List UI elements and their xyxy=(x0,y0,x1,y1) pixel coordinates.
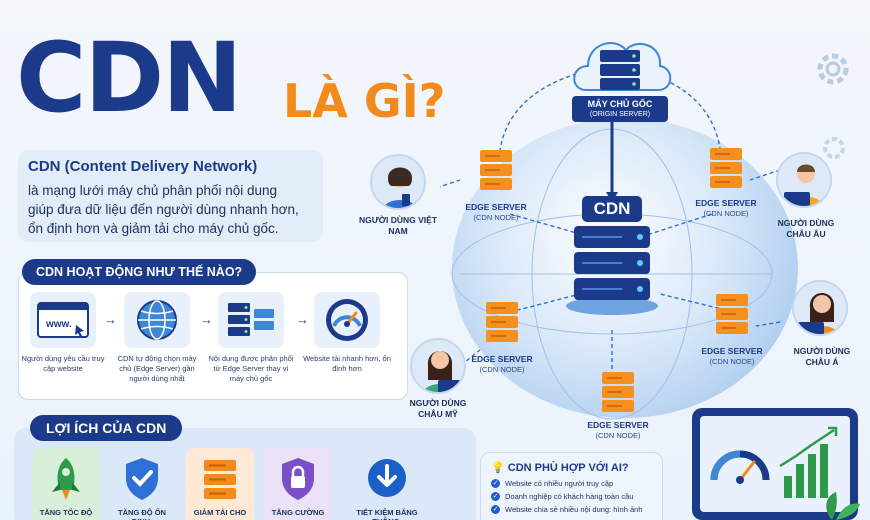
benefit-label: TIẾT KIỆM BĂNG THÔNG, xyxy=(356,508,418,520)
check-icon: ✓ xyxy=(491,479,500,488)
plant-leaves-icon xyxy=(826,492,860,520)
arrow-right-icon: → xyxy=(296,312,309,327)
definition-line: giúp đưa dữ liệu đến người dùng nhanh hơ… xyxy=(28,202,299,217)
origin-title: MÁY CHỦ GỐC xyxy=(587,99,653,109)
step-card xyxy=(218,292,284,348)
fit-item: ✓ Website chia sẻ nhiều nội dung: hình ản… xyxy=(491,505,652,514)
step-text: Nội dung được phân phối từ Edge Server t… xyxy=(208,354,294,383)
definition-line: ổn định hơn và giảm tải cho máy chủ gốc. xyxy=(28,221,279,236)
origin-subtitle: (ORIGIN SERVER) xyxy=(589,111,651,118)
user-woman-phone-icon xyxy=(383,167,417,208)
globe-icon xyxy=(137,300,177,340)
dashboard-graphic xyxy=(710,426,838,498)
user-label-vietnam: NGƯỜI DÙNG VIỆT NAM xyxy=(358,215,438,236)
gear-icon xyxy=(817,53,849,85)
shield-check-icon xyxy=(126,458,158,500)
rocket-icon xyxy=(52,458,80,500)
user-man-laptop-icon xyxy=(784,164,824,206)
server-stack-icon xyxy=(204,460,236,499)
benefit-label: GIẢM TẢI CHO xyxy=(193,508,247,517)
user-label-europe: NGƯỜI DÙNG CHÂU ÂU xyxy=(777,218,835,239)
fit-item-text: Website chia sẻ nhiều nội dung: hình ảnh xyxy=(505,505,643,514)
fit-title-text: CDN PHÙ HỢP VỚI AI? xyxy=(507,462,629,474)
edge-server-label: EDGE SERVER xyxy=(587,420,649,430)
how-it-works-title: CDN HOẠT ĐỘNG NHƯ THẾ NÀO? xyxy=(22,259,257,285)
avatar xyxy=(792,280,848,336)
benefit-label: TĂNG CƯỜNG xyxy=(271,508,325,517)
cloud-server-icon xyxy=(573,42,672,91)
step-text: Website tải nhanh hơn, ổn định hơn xyxy=(303,354,391,373)
lightbulb-icon: 💡 xyxy=(491,462,505,474)
step-text: Người dùng yêu cầu truy cập website xyxy=(21,354,105,373)
benefit-card: TIẾT KIỆM BĂNG THÔNG, xyxy=(342,448,432,520)
fit-item-text: Website có nhiều người truy cập xyxy=(505,479,614,488)
user-label-america: NGƯỜI DÙNG CHÂU MỸ xyxy=(409,398,467,419)
benefit-card: TĂNG TỐC ĐỘ xyxy=(32,448,100,520)
monitor-screen xyxy=(700,416,850,512)
edge-server-sub: (CDN NODE) xyxy=(473,213,519,222)
edge-server-icon xyxy=(716,294,748,334)
arrow-right-icon: → xyxy=(200,312,213,327)
definition-box: CDN (Content Delivery Network) là mạng l… xyxy=(18,150,323,242)
origin-server-label: MÁY CHỦ GỐC (ORIGIN SERVER) xyxy=(572,96,668,122)
edge-server-label: EDGE SERVER xyxy=(695,198,757,208)
servers-icon xyxy=(228,303,274,336)
lock-shield-icon xyxy=(282,458,314,500)
cdn-server-icon xyxy=(566,226,658,315)
avatar xyxy=(370,154,426,210)
edge-server-label: EDGE SERVER xyxy=(465,202,527,212)
fit-item-text: Doanh nghiệp có khách hàng toàn cầu xyxy=(505,492,634,501)
avatar xyxy=(410,338,466,394)
page-title: CDN xyxy=(16,22,242,134)
edge-server-sub: (CDN NODE) xyxy=(703,209,749,218)
edge-server-label: EDGE SERVER xyxy=(701,346,763,356)
edge-server-icon xyxy=(710,148,742,188)
fit-panel: 💡 CDN PHÙ HỢP VỚI AI? ✓ Website có nhiều … xyxy=(480,452,663,520)
fit-title: 💡 CDN PHÙ HỢP VỚI AI? xyxy=(491,461,652,474)
step-card xyxy=(314,292,380,348)
page-title-question: LÀ GÌ? xyxy=(283,74,446,128)
benefit-card: TĂNG CƯỜNG xyxy=(264,448,332,520)
benefit-card: GIẢM TẢI CHO xyxy=(186,448,254,520)
user-label-asia: NGƯỜI DÙNG CHÂU Á xyxy=(793,346,851,367)
definition-title: CDN (Content Delivery Network) xyxy=(28,158,258,175)
benefits-title: LỢI ÍCH CỦA CDN xyxy=(30,415,183,441)
gear-small-icon xyxy=(823,137,845,159)
speedometer-icon xyxy=(326,299,368,341)
arrow-right-icon: → xyxy=(104,312,117,327)
benefit-card: TĂNG ĐỘ ỔN ĐỊNH, xyxy=(108,448,176,520)
www-text: www. xyxy=(45,319,72,330)
browser-www-icon: www. xyxy=(37,302,89,338)
step-text: CDN tự động chọn máy chủ (Edge Server) g… xyxy=(117,354,197,383)
edge-server-sub: (CDN NODE) xyxy=(479,365,525,374)
cdn-badge: CDN xyxy=(582,196,642,222)
avatar xyxy=(776,152,832,208)
edge-server-icon xyxy=(486,302,518,342)
check-icon: ✓ xyxy=(491,505,500,514)
definition-line: là mạng lưới máy chủ phân phối nội dung xyxy=(28,183,278,198)
fit-item: ✓ Doanh nghiệp có khách hàng toàn cầu xyxy=(491,492,652,501)
edge-server-sub: (CDN NODE) xyxy=(595,431,641,440)
edge-server-sub: (CDN NODE) xyxy=(709,357,755,366)
download-icon xyxy=(368,459,406,497)
edge-server-label: EDGE SERVER xyxy=(471,354,533,364)
fit-item: ✓ Website có nhiều người truy cập xyxy=(491,479,652,488)
check-icon: ✓ xyxy=(491,492,500,501)
benefit-label: TĂNG TỐC ĐỘ xyxy=(39,508,93,517)
edge-server-icon xyxy=(602,372,634,412)
step-card xyxy=(124,292,190,348)
step-card: www. xyxy=(30,292,96,348)
benefit-label: TĂNG ĐỘ ỔN ĐỊNH, xyxy=(118,508,166,520)
edge-server-icon xyxy=(480,150,512,190)
